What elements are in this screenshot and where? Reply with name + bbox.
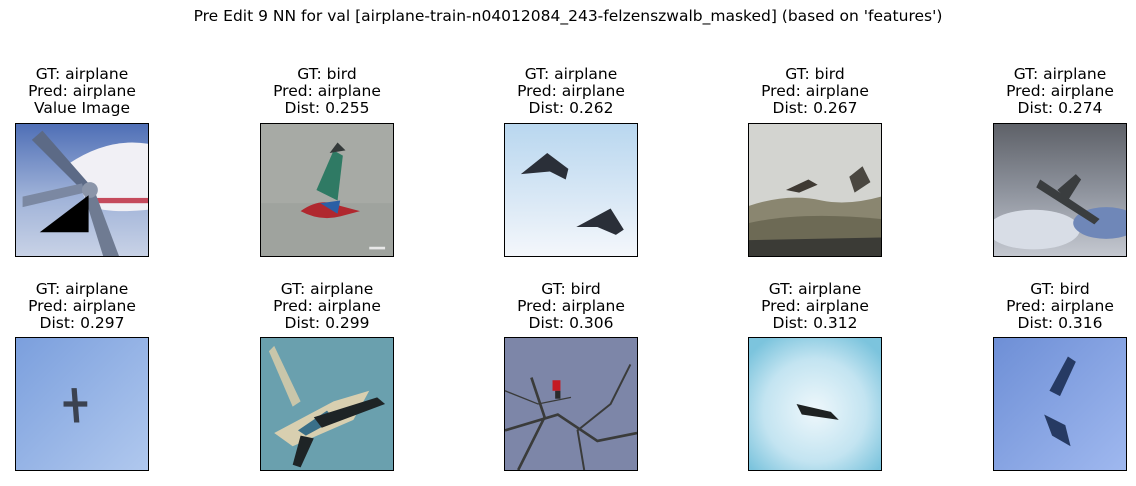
neighbor-image xyxy=(15,337,149,471)
neighbor-image xyxy=(993,123,1127,257)
caption-gt: GT: airplane xyxy=(1013,65,1107,83)
caption-pred: Pred: airplane xyxy=(273,82,381,100)
caption-gt: GT: airplane xyxy=(280,280,374,298)
caption-pred: Pred: airplane xyxy=(1006,82,1114,100)
caption-gt: GT: airplane xyxy=(524,65,618,83)
caption-gt: GT: bird xyxy=(541,280,601,298)
caption-pred: Pred: airplane xyxy=(761,82,869,100)
caption-extra: Dist: 0.262 xyxy=(528,99,614,117)
caption-pred: Pred: airplane xyxy=(273,297,381,315)
caption-extra: Dist: 0.267 xyxy=(772,99,858,117)
figure-title: Pre Edit 9 NN for val [airplane-train-n0… xyxy=(193,7,943,25)
caption-pred: Pred: airplane xyxy=(761,297,869,315)
caption-extra: Value Image xyxy=(33,99,131,117)
caption-extra: Dist: 0.299 xyxy=(284,314,370,332)
caption-gt: GT: airplane xyxy=(35,65,129,83)
neighbor-image xyxy=(260,337,394,471)
caption-extra: Dist: 0.312 xyxy=(772,314,858,332)
caption-gt: GT: bird xyxy=(785,65,845,83)
neighbor-image xyxy=(993,337,1127,471)
neighbor-image xyxy=(260,123,394,257)
neighbor-image xyxy=(748,337,882,471)
caption-extra: Dist: 0.297 xyxy=(39,314,125,332)
caption-extra: Dist: 0.306 xyxy=(528,314,614,332)
caption-gt: GT: bird xyxy=(1030,280,1090,298)
caption-gt: GT: airplane xyxy=(768,280,862,298)
query-image xyxy=(15,123,149,257)
caption-extra: Dist: 0.274 xyxy=(1017,99,1103,117)
neighbor-image xyxy=(504,337,638,471)
caption-gt: GT: bird xyxy=(297,65,357,83)
neighbor-image xyxy=(504,123,638,257)
caption-gt: GT: airplane xyxy=(35,280,129,298)
caption-pred: Pred: airplane xyxy=(28,297,136,315)
caption-extra: Dist: 0.316 xyxy=(1017,314,1103,332)
caption-pred: Pred: airplane xyxy=(1006,297,1114,315)
neighbor-image xyxy=(748,123,882,257)
caption-extra: Dist: 0.255 xyxy=(284,99,370,117)
caption-pred: Pred: airplane xyxy=(517,82,625,100)
caption-pred: Pred: airplane xyxy=(28,82,136,100)
caption-pred: Pred: airplane xyxy=(517,297,625,315)
